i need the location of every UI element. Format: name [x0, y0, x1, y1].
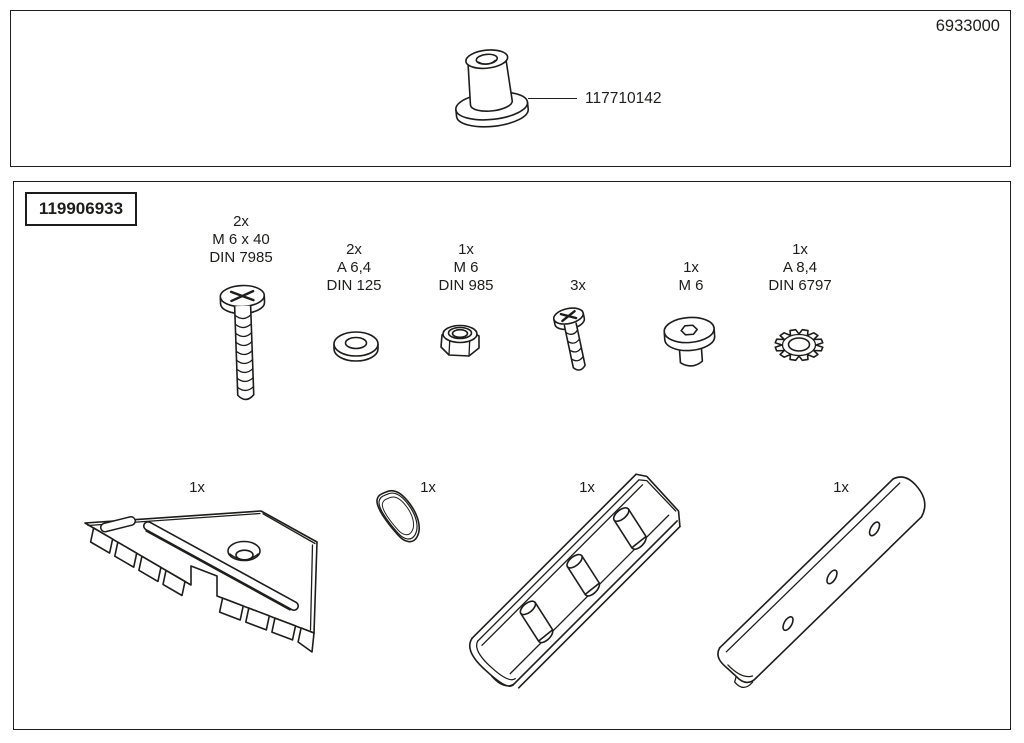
spec-label: M 6: [678, 277, 704, 294]
hardware-label: 1x M 6: [626, 259, 756, 295]
spec-label: M 6 x 40: [212, 231, 270, 248]
standard-label: DIN 985: [438, 277, 494, 294]
qty-label: 3x: [570, 277, 586, 294]
qty-label: 1x: [792, 241, 808, 258]
hardware-label: 3x: [513, 277, 643, 295]
spec-label: A 6,4: [336, 259, 372, 276]
corner-bracket-plate-icon: [84, 510, 318, 653]
qty-label: 1x: [458, 241, 474, 258]
mounting-bracket-icon: [468, 473, 681, 689]
cover-pad-icon: [717, 476, 926, 689]
hardware-label: 1x M 6 DIN 985: [401, 241, 531, 295]
hardware-label: 2x A 6,4 DIN 125: [289, 241, 419, 295]
standard-label: DIN 125: [326, 277, 382, 294]
kit-number: 119906933: [38, 199, 124, 218]
spec-label: A 8,4: [782, 259, 818, 276]
qty-label: 2x: [346, 241, 362, 258]
serrated-lock-washer-icon: [774, 328, 824, 362]
phillips-pan-head-screw-icon: [219, 284, 266, 401]
qty-label: 1x: [683, 259, 699, 276]
sleeve-nut-icon: [663, 316, 716, 367]
doc-number: 6933000: [935, 17, 1000, 35]
rubber-cap-icon: [455, 49, 530, 128]
standard-label: DIN 6797: [768, 277, 832, 294]
qty-label: 1x: [579, 479, 595, 496]
hardware-label: 1x A 8,4 DIN 6797: [735, 241, 865, 295]
flat-washer-icon: [333, 331, 379, 362]
spec-label: M 6: [453, 259, 479, 276]
standard-label: DIN 7985: [209, 249, 273, 266]
kit-panel: [13, 181, 1011, 730]
callout-part-number: 117710142: [585, 90, 662, 107]
locking-nut-icon: [440, 324, 480, 357]
rubber-gasket-icon: [376, 489, 420, 543]
qty-label: 2x: [233, 213, 249, 230]
qty-label: 1x: [189, 479, 205, 496]
kit-number-box: 119906933: [25, 192, 137, 226]
hardware-label: 2x M 6 x 40 DIN 7985: [176, 213, 306, 267]
qty-label: 1x: [833, 479, 849, 496]
callout-line: [528, 98, 577, 99]
short-phillips-screw-icon: [552, 307, 586, 371]
qty-label: 1x: [420, 479, 436, 496]
